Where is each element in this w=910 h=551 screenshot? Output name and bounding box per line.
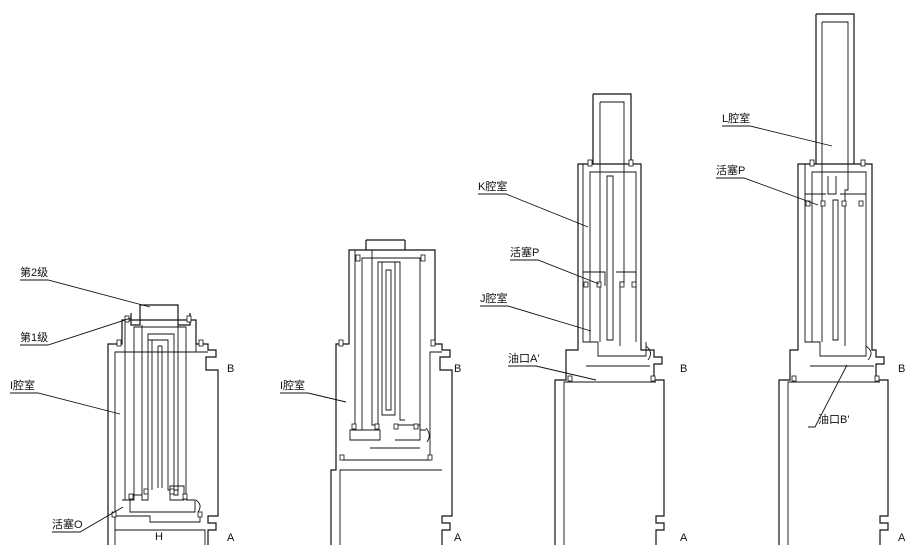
label-chamber-j: J腔室 [480, 291, 508, 305]
label-oil-port-b: 油口B' [818, 412, 849, 426]
label-chamber-k: K腔室 [478, 179, 507, 193]
label-port-b-1: B [227, 363, 234, 375]
label-piston-p-4: 活塞P [716, 163, 745, 177]
label-stage-1: 第1级 [20, 330, 48, 344]
label-port-b-2: B [454, 363, 461, 375]
label-port-b-4: B [898, 363, 905, 375]
label-port-a-1: A [227, 532, 235, 544]
label-chamber-i-1: I腔室 [10, 378, 35, 392]
label-stage-2: 第2级 [20, 265, 48, 279]
figure-3-second-stage-extending [478, 93, 665, 545]
label-piston-p-3: 活塞P [510, 245, 539, 259]
label-port-a-4: A [898, 532, 906, 544]
label-port-a-3: A [680, 532, 688, 544]
figure-1-retracted [10, 279, 219, 545]
label-chamber-i-2: I腔室 [280, 378, 305, 392]
figure-4-fully-extended [716, 13, 889, 545]
label-port-a-2: A [454, 532, 462, 544]
label-piston-o: 活塞O [52, 517, 83, 531]
label-chamber-l: L腔室 [722, 111, 750, 125]
label-h: H [155, 531, 163, 543]
figure-2-first-stage-extending [280, 239, 453, 545]
label-port-b-3: B [680, 363, 687, 375]
label-oil-port-a: 油口A' [508, 351, 539, 365]
